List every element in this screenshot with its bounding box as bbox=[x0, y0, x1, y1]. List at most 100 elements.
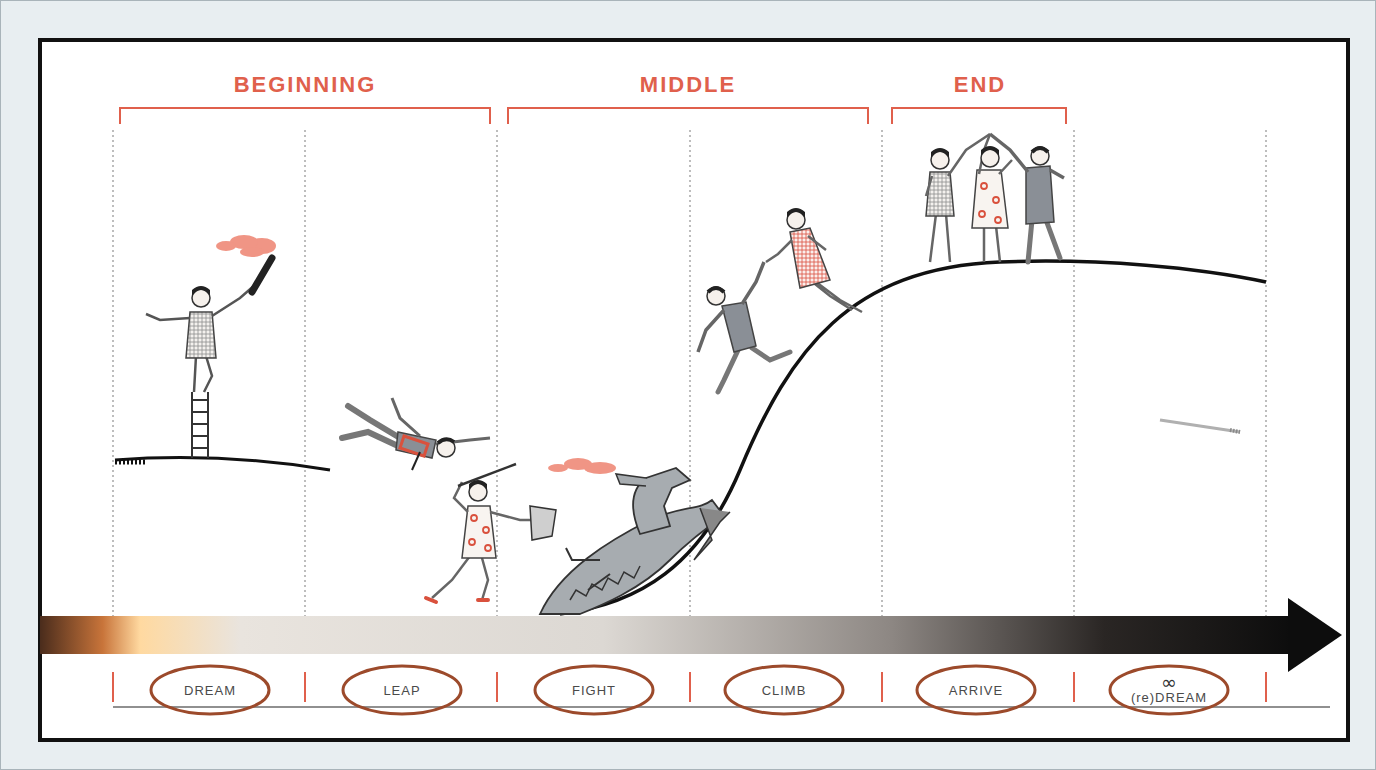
hill-hatching bbox=[115, 460, 145, 465]
column-divider bbox=[112, 130, 114, 650]
figure-legs bbox=[432, 556, 488, 600]
stage-tick bbox=[1265, 672, 1267, 702]
stage-name: ARRIVE bbox=[949, 683, 1003, 698]
section-bracket bbox=[508, 108, 868, 124]
climbing-figures bbox=[698, 208, 862, 392]
stage-tick bbox=[1073, 672, 1075, 702]
figure-legs bbox=[984, 226, 1000, 262]
column-divider bbox=[1073, 130, 1075, 650]
column-dividers bbox=[113, 130, 1266, 650]
figure-arms bbox=[766, 236, 826, 262]
section-bracket bbox=[120, 108, 490, 124]
figure-legs bbox=[930, 214, 950, 262]
stage-ellipse bbox=[343, 666, 461, 714]
dragon-fire bbox=[548, 458, 616, 474]
circled-stage: FIGHT bbox=[533, 664, 655, 716]
column-divider bbox=[689, 130, 691, 650]
suit-jacket bbox=[1026, 166, 1054, 224]
stage-ellipse bbox=[1110, 666, 1228, 714]
section-heading: END bbox=[954, 72, 1006, 98]
stage-ellipse bbox=[151, 666, 269, 714]
figure-hair bbox=[981, 146, 999, 156]
dreamer-figure bbox=[146, 235, 276, 458]
dress-dot bbox=[979, 211, 985, 217]
figure-arms bbox=[146, 284, 256, 320]
distant-hill bbox=[1160, 420, 1240, 432]
dress-dot bbox=[993, 197, 999, 203]
suit-jacket bbox=[722, 302, 756, 352]
dotted-dress bbox=[462, 506, 496, 558]
circled-stage: DREAM bbox=[149, 664, 271, 716]
stage-ellipse bbox=[535, 666, 653, 714]
red-shoes bbox=[426, 598, 488, 602]
timeline-arrow-head bbox=[1288, 598, 1342, 672]
circled-stage: ∞(re)DREAM bbox=[1108, 664, 1230, 716]
stage-name: (re)DREAM bbox=[1131, 690, 1207, 705]
figure-hair bbox=[787, 208, 805, 218]
circled-stage: CLIMB bbox=[723, 664, 845, 716]
baseline bbox=[113, 706, 1330, 707]
red-vest bbox=[400, 436, 428, 456]
section-heading: MIDDLE bbox=[640, 72, 736, 98]
ladder-rung bbox=[192, 447, 208, 449]
column-divider bbox=[881, 130, 883, 650]
stage-tick bbox=[689, 672, 691, 702]
dress-dots bbox=[469, 515, 491, 551]
dragon-jaw bbox=[616, 474, 646, 486]
dress-dot bbox=[995, 217, 1001, 223]
stage-tick bbox=[304, 672, 306, 702]
dress-dot bbox=[485, 545, 491, 551]
ladder-rung bbox=[192, 435, 208, 437]
plaid-dress bbox=[186, 312, 216, 358]
figure-arms bbox=[990, 134, 1064, 178]
figure-legs bbox=[194, 356, 212, 392]
infinity-symbol: ∞ bbox=[1161, 675, 1177, 690]
figure-arms bbox=[454, 482, 532, 520]
circled-stage: ARRIVE bbox=[915, 664, 1037, 716]
ladder-rung bbox=[192, 399, 208, 401]
figure-hair bbox=[438, 439, 454, 443]
dress-dot bbox=[483, 527, 489, 533]
stage-tick bbox=[112, 672, 114, 702]
dress-dot bbox=[469, 539, 475, 545]
dotted-dress bbox=[972, 170, 1008, 228]
stage-ellipse bbox=[917, 666, 1035, 714]
ladder-rung bbox=[192, 411, 208, 413]
figure-head bbox=[437, 439, 455, 457]
flame-puff bbox=[216, 241, 236, 251]
figure-hair bbox=[469, 480, 487, 490]
hill-hatching bbox=[1230, 430, 1240, 432]
stage-name: LEAP bbox=[383, 683, 420, 698]
circled-stage: LEAP bbox=[341, 664, 463, 716]
stage-name: FIGHT bbox=[572, 683, 616, 698]
figure-legs bbox=[1028, 220, 1060, 262]
section-heading: BEGINNING bbox=[234, 72, 377, 98]
section-brackets bbox=[120, 108, 1066, 124]
flame-puff bbox=[564, 458, 592, 470]
figure-hair bbox=[708, 288, 724, 292]
figure-legs bbox=[342, 406, 400, 446]
torch bbox=[252, 258, 272, 292]
flame-puff bbox=[240, 247, 264, 257]
dancing-figures bbox=[926, 134, 1064, 262]
ladder bbox=[192, 392, 208, 458]
panel-border bbox=[40, 40, 1348, 740]
figure-head bbox=[707, 287, 725, 305]
sword bbox=[458, 464, 516, 486]
stage-ellipse bbox=[725, 666, 843, 714]
dragon-tail bbox=[694, 508, 730, 560]
flame-puff bbox=[548, 464, 568, 472]
leaping-figure bbox=[342, 398, 490, 470]
dream-hill bbox=[115, 458, 330, 470]
column-divider bbox=[1265, 130, 1267, 650]
ladder-rung bbox=[192, 423, 208, 425]
figure-hair bbox=[192, 286, 210, 296]
dress-dot bbox=[981, 183, 987, 189]
section-bracket bbox=[892, 108, 1066, 124]
dragon-claws bbox=[566, 548, 610, 590]
figure-hair bbox=[1032, 148, 1048, 152]
stage-name: CLIMB bbox=[762, 683, 807, 698]
